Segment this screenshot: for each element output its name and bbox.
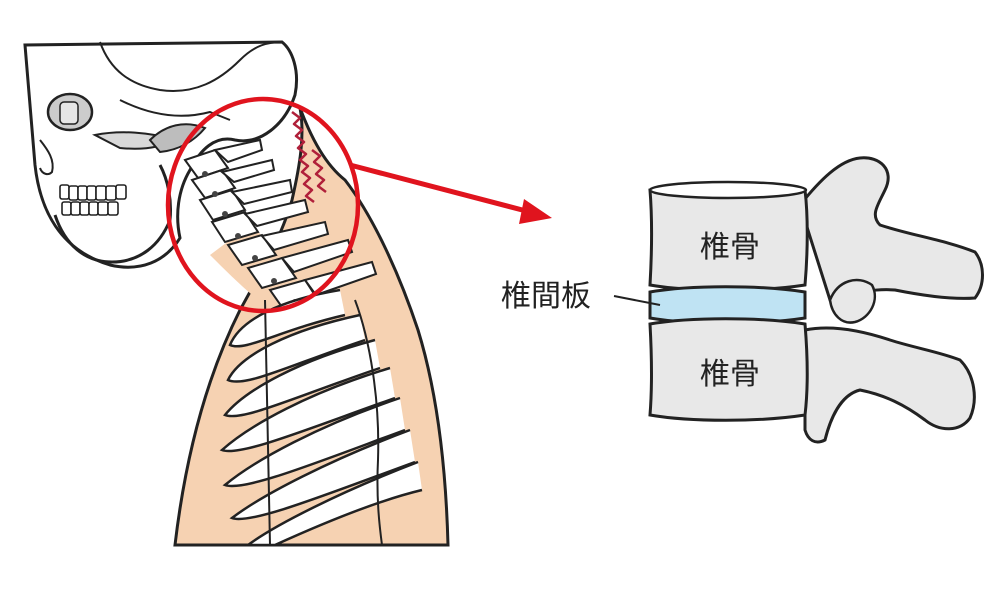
label-vertebra-lower: 椎骨 (700, 357, 760, 392)
pain-wave-icon-2 (311, 149, 327, 193)
lower-vertebra-process (803, 326, 976, 444)
occipital-bone (148, 123, 207, 154)
highlight-circle (165, 96, 361, 314)
skull-suture (99, 41, 283, 92)
pointer-arrow-head (519, 199, 552, 224)
eye-socket-inner (59, 101, 79, 125)
label-disc: 椎間板 (501, 279, 591, 314)
skeleton-figure (23, 40, 552, 547)
cervical-vertebrae (183, 138, 378, 312)
vertebra-detail: 椎骨 椎間板 椎骨 (501, 156, 984, 444)
rib-cage (219, 288, 423, 547)
pain-wave-icon (291, 111, 315, 203)
lower-teeth (61, 201, 119, 216)
lower-vertebra-body (648, 317, 809, 422)
nasal-cavity (39, 139, 54, 176)
sternum (264, 299, 271, 546)
facet-joint (828, 278, 877, 324)
vertebra-shading (202, 171, 298, 305)
skull-suture-2 (119, 99, 231, 121)
label-vertebra-upper: 椎骨 (700, 230, 760, 265)
upper-vertebra-top (648, 180, 808, 200)
pointer-arrow-line (349, 162, 531, 215)
disc-leader-line (613, 295, 661, 306)
upper-teeth (59, 184, 127, 201)
scapula (354, 299, 383, 546)
upper-vertebra-process (798, 156, 984, 302)
